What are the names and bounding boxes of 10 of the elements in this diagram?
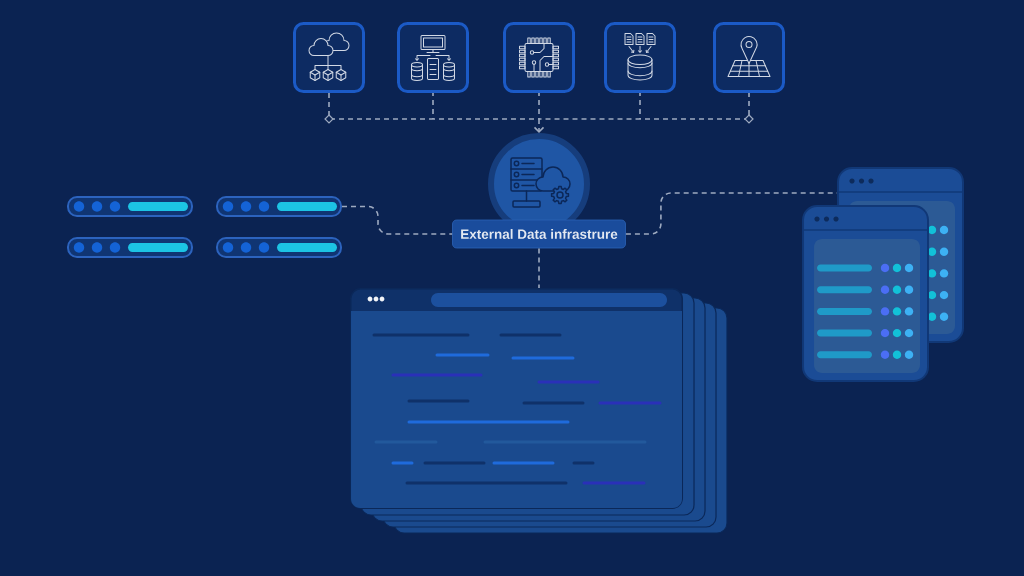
dashed-connector [639,92,641,120]
dashed-connector [432,118,540,120]
dashed-connector [639,92,750,120]
dashed-connector [328,92,434,120]
dashed-connector [538,247,540,289]
dashed-connector [432,92,434,120]
dashed-connector [533,118,545,133]
dashed-connector [341,205,453,235]
dashed-connector [538,118,641,120]
label-box: External Data infrastrure [452,219,626,249]
